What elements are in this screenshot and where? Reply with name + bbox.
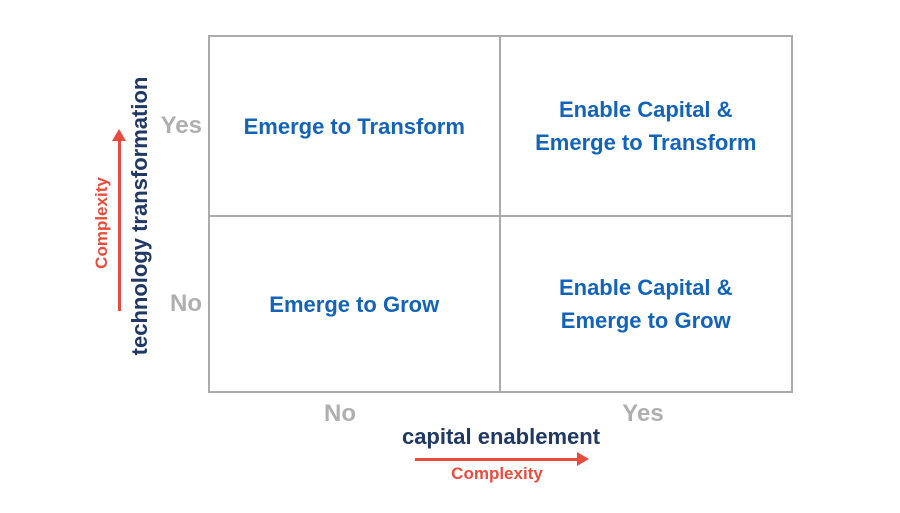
quadrant-top-right-label: Enable Capital & Emerge to Transform — [535, 97, 757, 155]
x-axis-title: capital enablement — [401, 424, 601, 449]
y-axis-complexity-arrow-line — [118, 141, 121, 311]
quadrant-bottom-left: Emerge to Grow — [210, 217, 501, 391]
quadrant-top-left-label: Emerge to Transform — [243, 113, 465, 139]
matrix-grid: Emerge to Transform Enable Capital & Eme… — [208, 35, 793, 393]
quadrant-bottom-left-label: Emerge to Grow — [269, 291, 440, 317]
quadrant-bottom-right-label: Enable Capital & Emerge to Grow — [558, 275, 733, 333]
quadrant-top-left: Emerge to Transform — [210, 37, 501, 217]
x-axis-tick-no: No — [324, 400, 356, 427]
quadrant-bottom-right: Enable Capital & Emerge to Grow — [501, 217, 792, 391]
quadrant-top-right: Enable Capital & Emerge to Transform — [500, 37, 791, 217]
y-axis-complexity-label: Complexity — [92, 177, 111, 269]
x-axis-tick-yes: Yes — [622, 400, 664, 427]
y-axis-tick-yes: Yes — [160, 112, 202, 139]
x-axis-complexity-label: Complexity — [451, 464, 543, 483]
y-axis-tick-no: No — [170, 290, 202, 317]
x-axis-complexity-arrow-right-icon — [577, 452, 589, 466]
y-axis-complexity-arrow-up-icon — [112, 129, 126, 141]
y-axis-title: technology transformation — [127, 76, 152, 356]
x-axis-complexity-arrow-line — [415, 458, 577, 461]
